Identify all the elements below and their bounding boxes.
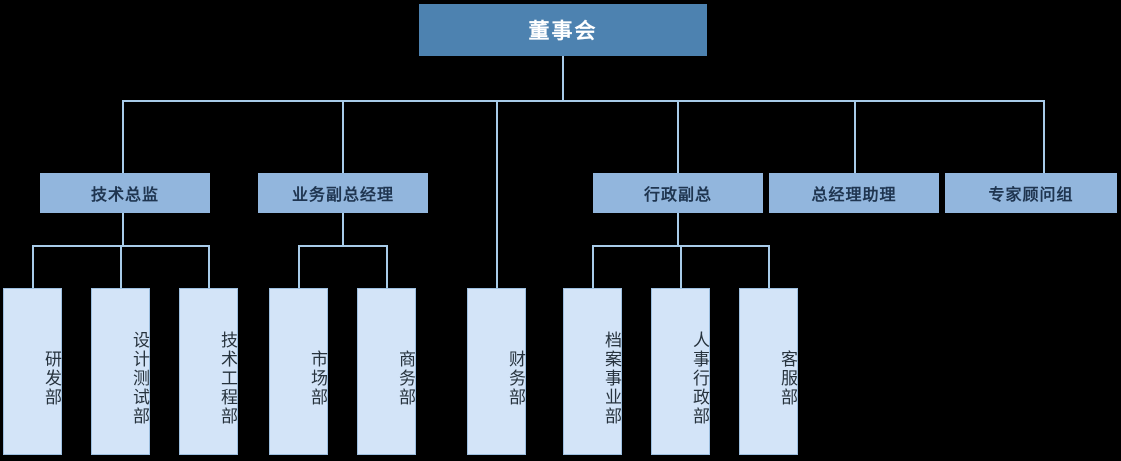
org-node-expert-advisory-label: 专家顾问组: [988, 187, 1074, 204]
org-node-admin-vp-label: 行政副总: [643, 187, 712, 204]
connector-business-vp-subtree-drop-0: [298, 245, 300, 288]
org-node-gm-assistant-label: 总经理助理: [811, 187, 897, 204]
org-node-archives-label: 档案事业部: [602, 331, 621, 426]
org-node-finance-label: 财务部: [506, 350, 525, 407]
connector-drop-tech-director: [122, 100, 124, 173]
connector-main-bus: [122, 100, 1045, 102]
org-node-tech-director-label: 技术总监: [90, 187, 159, 204]
org-node-tech-director[interactable]: 技术总监: [40, 173, 210, 213]
org-node-tech-eng-label: 技术工程部: [218, 331, 237, 426]
org-node-tech-eng[interactable]: 技术工程部: [179, 288, 238, 455]
connector-drop-gm-assistant: [854, 100, 856, 173]
connector-admin-vp-subtree-stem: [677, 213, 679, 245]
connector-business-vp-subtree-stem: [342, 213, 344, 245]
connector-admin-vp-subtree-drop-0: [592, 245, 594, 288]
connector-drop-expert-advisory: [1043, 100, 1045, 173]
connector-business-vp-subtree-bus: [298, 245, 387, 247]
org-node-archives[interactable]: 档案事业部: [563, 288, 622, 455]
org-node-gm-assistant[interactable]: 总经理助理: [769, 173, 939, 213]
org-node-hr-admin[interactable]: 人事行政部: [651, 288, 710, 455]
org-node-business-vp[interactable]: 业务副总经理: [258, 173, 428, 213]
org-node-marketing-label: 市场部: [308, 350, 327, 407]
org-node-commerce[interactable]: 商务部: [357, 288, 416, 455]
connector-tech-director-subtree-stem: [122, 213, 124, 245]
org-node-rd-dept-label: 研发部: [42, 350, 61, 407]
org-node-business-vp-label: 业务副总经理: [291, 187, 394, 204]
org-node-marketing[interactable]: 市场部: [269, 288, 328, 455]
connector-admin-vp-subtree-drop-2: [768, 245, 770, 288]
connector-drop-business-vp: [342, 100, 344, 173]
org-node-design-test[interactable]: 设计测试部: [91, 288, 150, 455]
org-node-rd-dept[interactable]: 研发部: [3, 288, 62, 455]
org-node-design-test-label: 设计测试部: [130, 331, 149, 426]
org-node-board-label: 董事会: [528, 20, 598, 43]
org-node-customer-service-label: 客服部: [778, 350, 797, 407]
connector-drop-finance: [496, 100, 498, 288]
org-node-board[interactable]: 董事会: [419, 4, 707, 56]
org-node-expert-advisory[interactable]: 专家顾问组: [945, 173, 1117, 213]
connector-root-stem: [562, 56, 564, 100]
connector-tech-director-subtree-drop-1: [120, 245, 122, 288]
connector-tech-director-subtree-drop-2: [208, 245, 210, 288]
org-node-customer-service[interactable]: 客服部: [739, 288, 798, 455]
connector-drop-admin-vp: [677, 100, 679, 173]
connector-admin-vp-subtree-drop-1: [680, 245, 682, 288]
connector-tech-director-subtree-drop-0: [32, 245, 34, 288]
connector-business-vp-subtree-drop-1: [386, 245, 388, 288]
org-node-admin-vp[interactable]: 行政副总: [593, 173, 763, 213]
org-node-commerce-label: 商务部: [396, 350, 415, 407]
org-node-finance[interactable]: 财务部: [467, 288, 526, 455]
org-node-hr-admin-label: 人事行政部: [690, 331, 709, 426]
